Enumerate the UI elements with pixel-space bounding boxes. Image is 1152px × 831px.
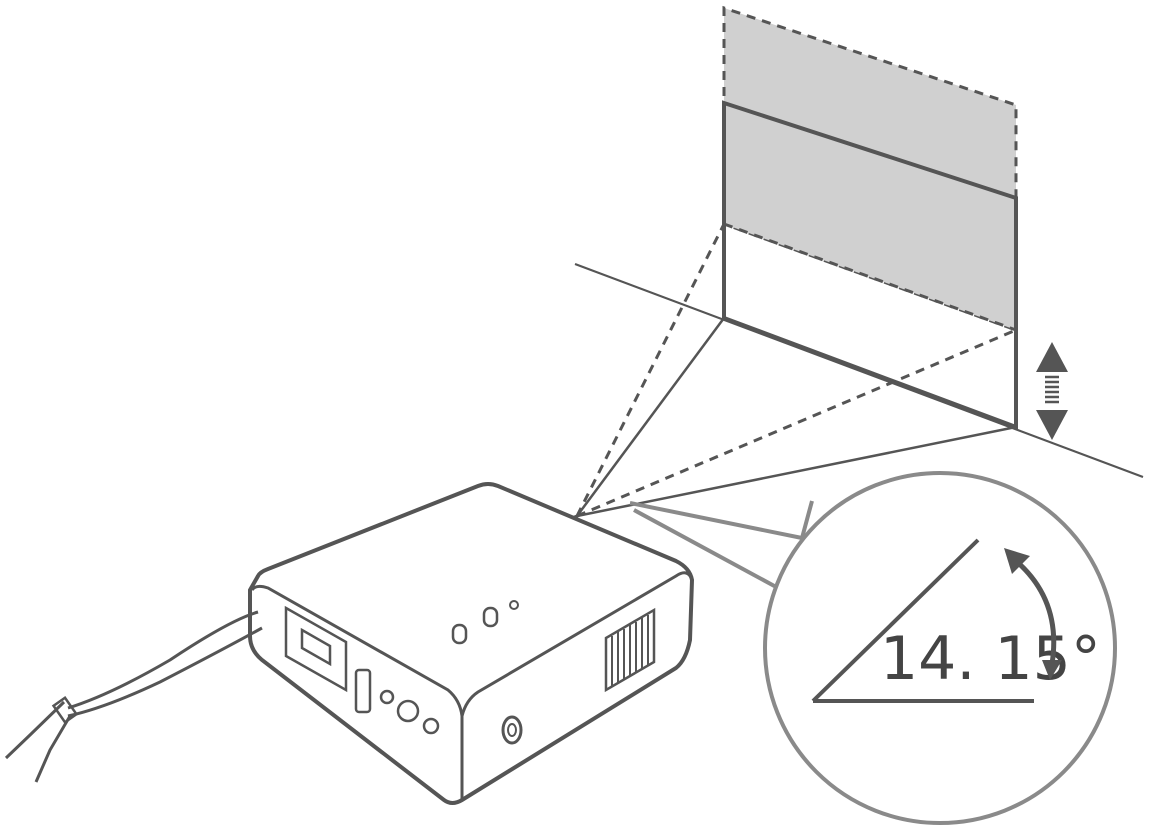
callout-connector-lower xyxy=(633,508,779,590)
audio-port-icon xyxy=(379,689,395,705)
port-panel xyxy=(284,605,348,693)
callout-connector xyxy=(629,500,814,541)
usb-port-icon xyxy=(354,668,372,714)
ray-solid-top xyxy=(575,317,726,517)
side-vent-icon xyxy=(604,607,656,693)
dc-in-port-icon xyxy=(396,699,420,723)
ray-dashed-top xyxy=(575,223,726,517)
hdmi-port-icon xyxy=(300,627,332,667)
shifted-screen-bottom-edge xyxy=(723,222,1017,332)
angle-label: 14. 15° xyxy=(880,624,1101,694)
projector-side-edge xyxy=(460,571,694,717)
projector-front-edge xyxy=(250,584,464,800)
rotation-arrow-icon xyxy=(1004,548,1062,680)
ray-solid-bottom xyxy=(576,425,1017,518)
focus-ring-icon xyxy=(501,715,523,745)
angle-callout-circle xyxy=(763,471,1117,825)
projector xyxy=(4,482,695,805)
menu-button-icon xyxy=(482,606,499,628)
ir-sensor-icon xyxy=(422,717,440,735)
projector-lens xyxy=(571,512,583,520)
wrist-strap-icon xyxy=(4,610,263,783)
angle-hypotenuse xyxy=(811,538,980,703)
power-button-icon xyxy=(451,623,468,645)
vertical-shift-arrow-icon xyxy=(1036,342,1068,440)
projector-top xyxy=(248,482,695,805)
projected-image-area xyxy=(724,103,1016,330)
indicator-led-icon xyxy=(509,600,519,610)
